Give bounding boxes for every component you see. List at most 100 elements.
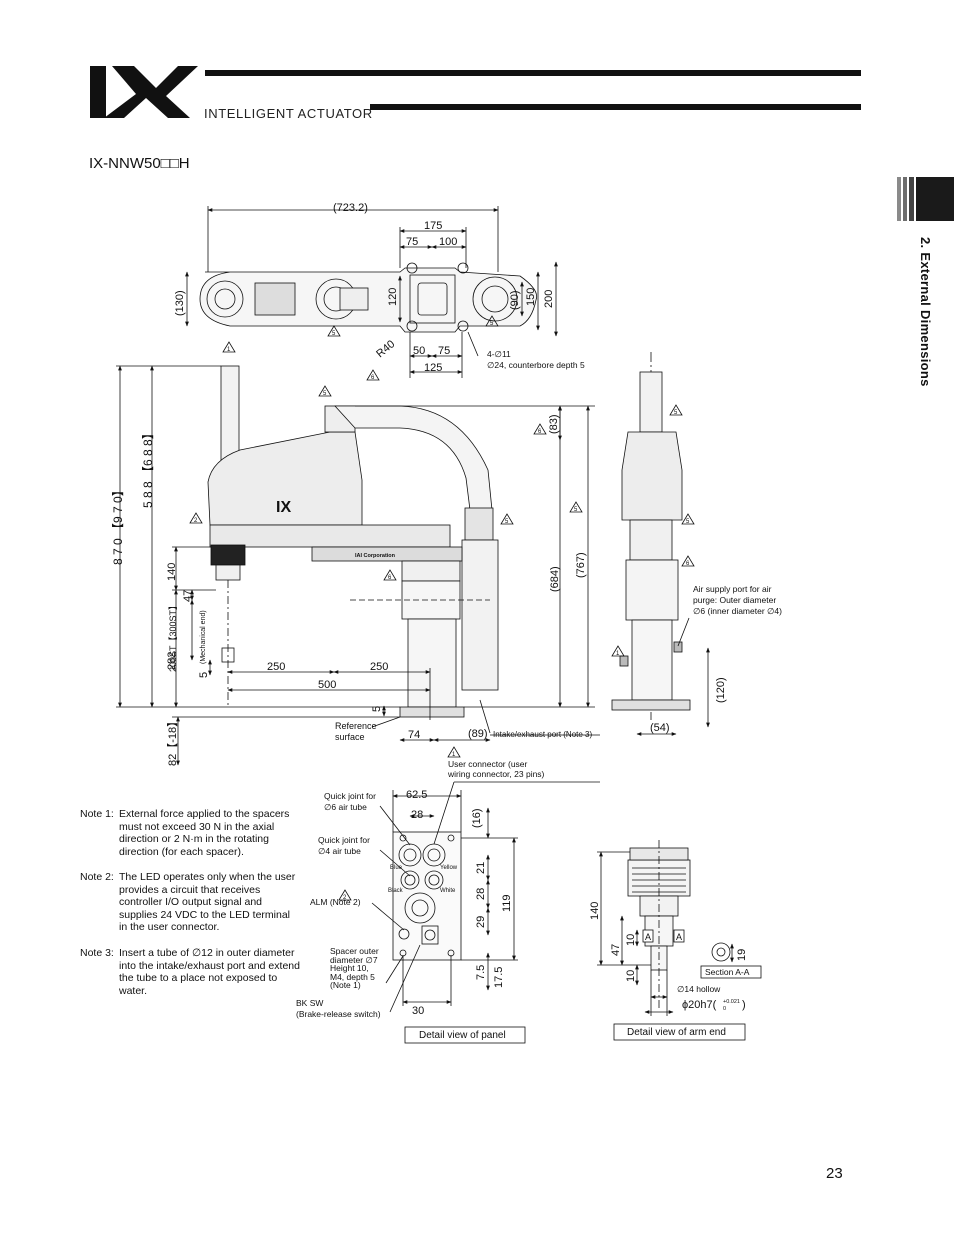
dim-47: 47	[182, 590, 194, 602]
holes-spec-1: 4-∅11	[487, 349, 511, 359]
dim-870: 8 7 0 【9 7 0】	[111, 484, 125, 565]
dim-300st: 200ST【300ST】	[168, 601, 178, 672]
dim-top-75b: 75	[438, 345, 450, 357]
label-blue: Blue	[390, 865, 403, 871]
label-qj4-2: ∅4 air tube	[318, 846, 361, 856]
dim-top-175: 175	[424, 220, 442, 232]
dim-21: 21	[475, 862, 487, 874]
dim-a-20h7: ϕ20h7(	[682, 999, 717, 1011]
label-air-supply-2: purge: Outer diameter	[693, 595, 776, 605]
label-user-conn-1: User connector (user	[448, 759, 528, 769]
front-view	[611, 352, 691, 720]
note-2-text: The LED operates only when the user prov…	[119, 871, 296, 934]
dim-250a: 250	[267, 661, 285, 673]
warning-5-b: 5	[332, 331, 336, 337]
header-rule-top	[205, 70, 861, 76]
label-section: Section A-A	[705, 967, 750, 977]
label-intake: Intake/exhaust port (Note 3)	[493, 730, 593, 739]
label-bksw-1: BK SW	[296, 998, 323, 1008]
warning-6-b: 6	[538, 429, 542, 435]
dim-500: 500	[318, 679, 336, 691]
dim-119: 119	[501, 894, 513, 912]
ix-logo: IX	[90, 66, 198, 118]
model-name: IX-NNW50□□H	[89, 155, 190, 172]
caption-arm-end: Detail view of arm end	[627, 1027, 726, 1038]
dim-top-90: (90)	[509, 290, 521, 310]
note-3-text: Insert a tube of ∅12 in outer diameter i…	[119, 947, 300, 997]
warning-5-g: 5	[686, 519, 690, 525]
note-1-head: Note 1:	[80, 808, 114, 820]
dim-62-5: 62.5	[406, 789, 427, 801]
dim-684: (684)	[549, 566, 561, 592]
top-view	[199, 262, 538, 333]
warning-1-a: 1	[227, 347, 231, 353]
note-2: Note 2: The LED operates only when the u…	[80, 871, 300, 934]
dim-top-150: 150	[525, 288, 537, 306]
dim-767: (767)	[575, 552, 587, 578]
dim-282: 282	[166, 652, 178, 670]
label-qj4-1: Quick joint for	[318, 835, 370, 845]
dim-74: 74	[408, 729, 420, 741]
label-black: Black	[388, 888, 404, 894]
dim-82: 82【-18】	[166, 716, 179, 766]
warning-5-f: 5	[674, 410, 678, 416]
warning-1-c: 1	[452, 752, 456, 758]
warning-5-d: 5	[505, 519, 509, 525]
dim-30: 30	[412, 1005, 424, 1017]
label-reference-1: Reference	[335, 721, 377, 731]
warning-5-e: 5	[574, 507, 578, 513]
dim-54: (54)	[650, 722, 670, 734]
arm-end-detail	[627, 840, 731, 1010]
dim-top-120: 120	[387, 288, 399, 306]
label-air-supply-3: ∅6 (inner diameter ∅4)	[693, 606, 782, 616]
note-3: Note 3: Insert a tube of ∅12 in outer di…	[80, 947, 300, 997]
header-rule-bottom	[370, 104, 861, 110]
dim-28b: 28	[475, 888, 487, 900]
dim-r40: R40	[374, 338, 397, 360]
dim-17-5: 17.5	[493, 967, 505, 988]
label-alm: ALM (Note 2)	[310, 897, 361, 907]
dim-top-100: 100	[439, 236, 457, 248]
dim-top-75: 75	[406, 236, 418, 248]
label-spacer-1: Spacer outer	[330, 946, 379, 956]
dim-top-200: 200	[543, 290, 555, 308]
warning-6-d: 6	[388, 575, 392, 581]
dim-top-125: 125	[424, 362, 442, 374]
chapter-tab	[897, 177, 954, 221]
label-spacer-3: Height 10,	[330, 963, 369, 973]
dim-mech-end: (Mechanical end)	[200, 610, 207, 664]
panel-detail	[392, 831, 462, 961]
dim-top-130: (130)	[174, 290, 186, 316]
label-bksw-2: (Brake-release switch)	[296, 1009, 381, 1019]
dim-140: 140	[166, 563, 178, 581]
note-1: Note 1: External force applied to the sp…	[80, 808, 300, 858]
label-white: White	[440, 888, 456, 894]
section-marker-a-left: A	[645, 932, 651, 942]
page-number: 23	[826, 1165, 843, 1182]
dim-7-5: 7.5	[475, 965, 487, 980]
warning-2-b: 2	[343, 895, 347, 901]
robot-brand: IAI Corporation	[355, 553, 396, 559]
note-2-head: Note 2:	[80, 871, 114, 883]
dim-a-hollow: ∅14 hollow	[677, 984, 721, 994]
dim-a-tol-bot: 0	[723, 1006, 726, 1012]
holes-spec-2: ∅24, counterbore depth 5	[487, 360, 585, 370]
dim-250b: 250	[370, 661, 388, 673]
label-air-supply-1: Air supply port for air	[693, 584, 772, 594]
dim-a-19: 19	[736, 949, 748, 961]
dim-top-50: 50	[413, 345, 425, 357]
note-3-head: Note 3:	[80, 947, 114, 959]
label-spacer-5: (Note 1)	[330, 980, 361, 990]
warning-6-c: 6	[686, 561, 690, 567]
section-marker-a-right: A	[676, 932, 682, 942]
warning-5-a: 5	[323, 391, 327, 397]
label-spacer-4: M4, depth 5	[330, 972, 375, 982]
warning-6-a: 6	[371, 375, 375, 381]
label-spacer-2: diameter ∅7	[330, 955, 378, 965]
robot-logo: IX	[276, 499, 291, 516]
dim-29: 29	[475, 916, 487, 928]
dim-28: 28	[411, 809, 423, 821]
label-user-conn-2: wiring connector, 23 pins)	[447, 769, 545, 779]
label-reference-2: surface	[335, 732, 365, 742]
